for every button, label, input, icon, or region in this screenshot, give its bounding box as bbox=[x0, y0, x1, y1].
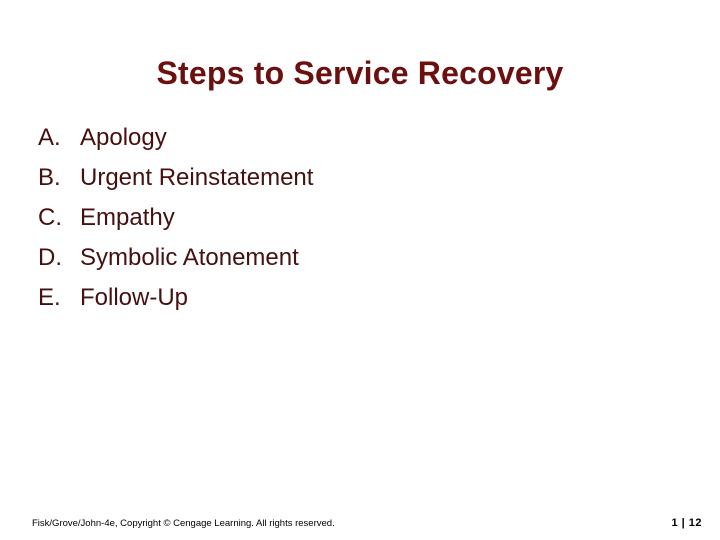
list-item-marker: D. bbox=[38, 244, 62, 271]
page-number-indicator: 1 | 12 bbox=[671, 517, 702, 529]
list-item-marker: E. bbox=[38, 284, 61, 311]
list-item-marker: C. bbox=[38, 204, 62, 231]
list-item-label: Empathy bbox=[80, 204, 175, 231]
copyright-footer: Fisk/Grove/John-4e, Copyright © Cengage … bbox=[32, 518, 335, 529]
list-item-label: Apology bbox=[80, 124, 167, 151]
list-item-marker: A. bbox=[38, 124, 61, 151]
lettered-list: A. Apology B. Urgent Reinstatement C. Em… bbox=[38, 118, 678, 318]
list-item: D. Symbolic Atonement bbox=[38, 238, 678, 278]
list-item-marker: B. bbox=[38, 164, 61, 191]
list-item: B. Urgent Reinstatement bbox=[38, 158, 678, 198]
page-title: Steps to Service Recovery bbox=[156, 55, 564, 92]
list-item: C. Empathy bbox=[38, 198, 678, 238]
list-item-label: Symbolic Atonement bbox=[80, 244, 299, 271]
list-item: E. Follow-Up bbox=[38, 278, 678, 318]
list-item: A. Apology bbox=[38, 118, 678, 158]
list-item-label: Urgent Reinstatement bbox=[80, 164, 314, 191]
list-item-label: Follow-Up bbox=[80, 284, 189, 311]
